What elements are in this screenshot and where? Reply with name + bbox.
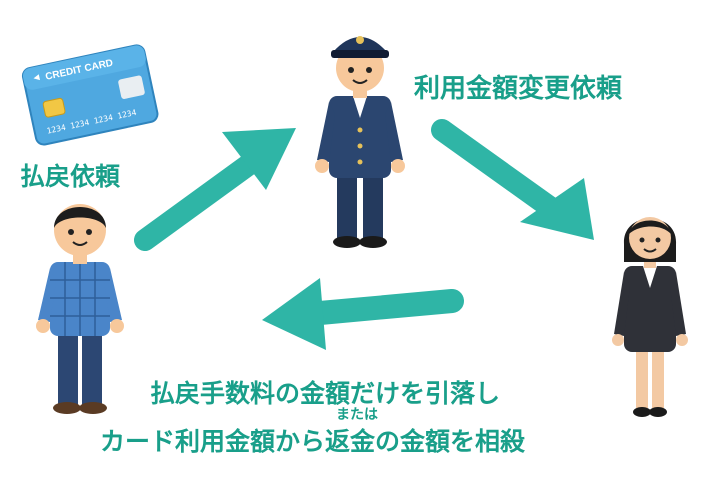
note-or: または xyxy=(336,407,378,423)
amount-change-request-label: 利用金額変更依頼 xyxy=(414,74,623,104)
arrow-down-right xyxy=(431,119,594,240)
customer-person-icon xyxy=(36,204,124,414)
credit-card-icon: CREDIT CARD 1234 1234 1234 1234 xyxy=(21,44,159,146)
station-staff-icon xyxy=(315,36,405,248)
note-line2: カード利用金額から返金の金額を相殺 xyxy=(100,427,526,456)
refund-request-label: 払戻依頼 xyxy=(20,162,121,191)
note-line1: 払戻手数料の金額だけを引落し xyxy=(150,379,501,408)
arrow-up-right xyxy=(134,128,296,251)
arrow-left xyxy=(262,278,464,350)
card-company-staff-icon xyxy=(612,217,688,417)
